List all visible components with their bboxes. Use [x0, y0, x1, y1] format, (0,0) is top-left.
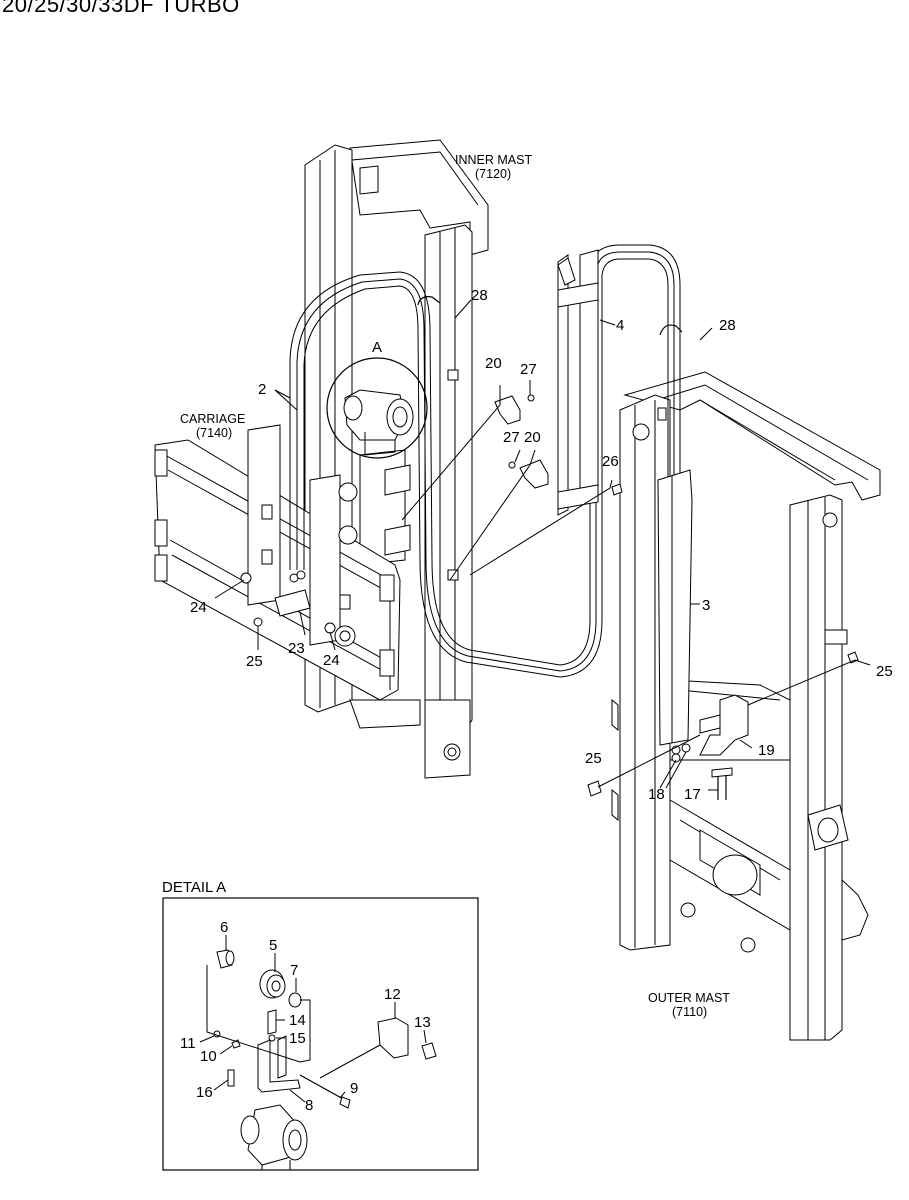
- label-inner-mast: INNER MAST: [455, 153, 532, 167]
- leader-lines: [214, 299, 871, 791]
- bolt-25-left: [587, 780, 602, 797]
- label-detail-ref: A: [372, 339, 382, 356]
- callout-9: 9: [350, 1080, 358, 1097]
- hose-clip-28-outer: [659, 324, 683, 336]
- callout-15: 15: [289, 1030, 306, 1047]
- callout-25-right: 25: [876, 663, 893, 680]
- detail-a-callout-circle: [326, 357, 428, 459]
- callout-7: 7: [290, 962, 298, 979]
- detail-a-title: DETAIL A: [162, 879, 226, 896]
- callout-18: 18: [648, 786, 665, 803]
- callout-26: 26: [602, 453, 619, 470]
- callout-12: 12: [384, 986, 401, 1003]
- callout-6: 6: [220, 919, 228, 936]
- detail-a-frame: [162, 897, 479, 1171]
- callout-25-lower: 25: [585, 750, 602, 767]
- fitting-block-23: [240, 570, 336, 634]
- bracket-19: [671, 694, 749, 800]
- callout-19: 19: [758, 742, 775, 759]
- callout-8: 8: [305, 1097, 313, 1114]
- callout-5: 5: [269, 937, 277, 954]
- label-inner-mast-code: (7120): [475, 167, 511, 181]
- callout-24-left: 24: [190, 599, 207, 616]
- callout-20-upper: 20: [485, 355, 502, 372]
- bolt-26: [611, 483, 623, 496]
- callout-2: 2: [258, 381, 266, 398]
- callout-4: 4: [616, 317, 624, 334]
- callout-28-outer: 28: [719, 317, 736, 334]
- inner-mast: [304, 139, 489, 779]
- hose-clip-28-inner: [417, 296, 441, 306]
- callout-16: 16: [196, 1084, 213, 1101]
- callout-3: 3: [702, 597, 710, 614]
- callout-20-lower: 20: [524, 429, 541, 446]
- callout-10: 10: [200, 1048, 217, 1065]
- callout-28-inner: 28: [471, 287, 488, 304]
- callout-27-upper: 27: [520, 361, 537, 378]
- clamp-20-upper: [494, 394, 535, 425]
- hose-assembly-2: [289, 271, 561, 678]
- callout-11: 11: [180, 1035, 196, 1052]
- outer-mast: [611, 371, 881, 1041]
- hose-guide-4: [557, 249, 599, 516]
- callout-17: 17: [684, 786, 701, 803]
- callout-23: 23: [288, 640, 305, 657]
- callout-27-lower: 27: [503, 429, 520, 446]
- callout-13: 13: [414, 1014, 431, 1031]
- label-outer-mast: OUTER MAST: [648, 991, 730, 1005]
- hose-cover-3: [657, 469, 693, 746]
- label-outer-mast-code: (7110): [672, 1005, 707, 1019]
- detail-a-parts: [213, 949, 437, 1170]
- clamp-20-lower: [508, 459, 549, 489]
- label-carriage: CARRIAGE: [180, 412, 245, 426]
- callout-24-right: 24: [323, 652, 340, 669]
- callout-14: 14: [289, 1012, 306, 1029]
- callout-25-carriage: 25: [246, 653, 263, 670]
- detail-a-leaders: [199, 935, 427, 1103]
- label-carriage-code: (7140): [196, 426, 232, 440]
- diagram-header: 20/25/30/33DF TURBO: [2, 0, 240, 17]
